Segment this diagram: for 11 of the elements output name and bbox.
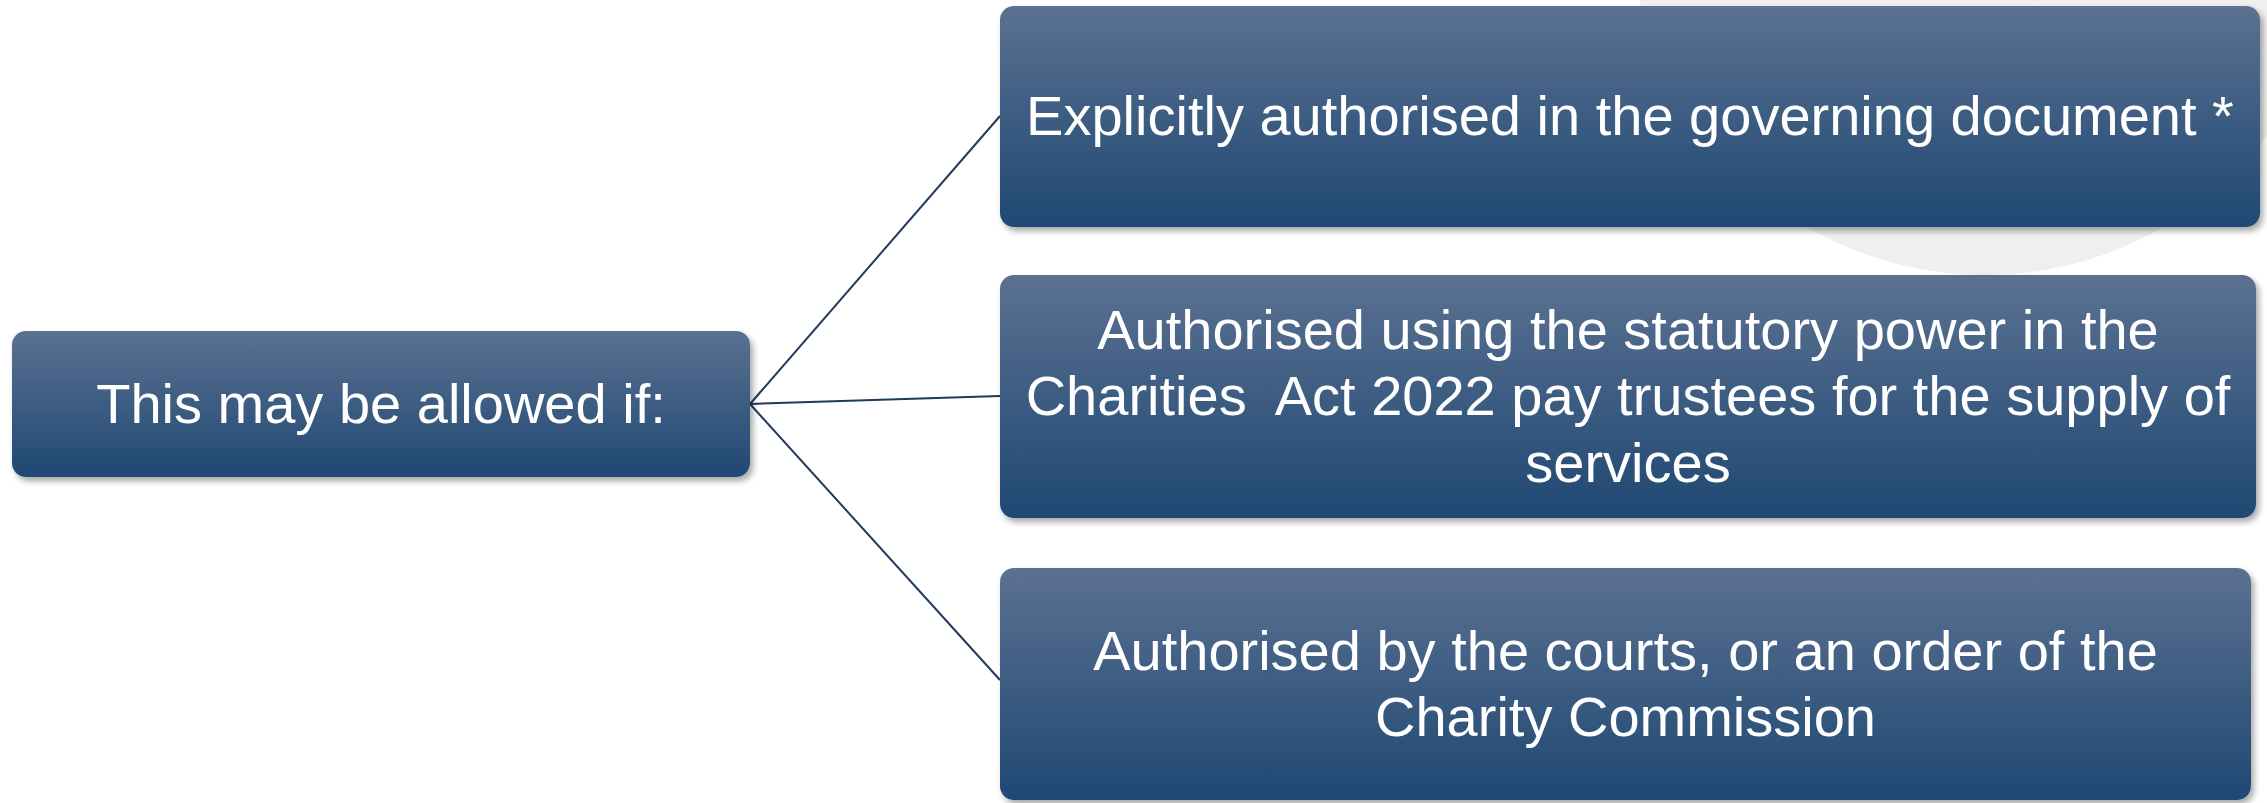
box-text: Explicitly authorised in the governing document * bbox=[1026, 83, 2234, 150]
box-text: This may be allowed if: bbox=[96, 370, 666, 437]
process-box bbox=[1000, 275, 2256, 518]
connector-line bbox=[749, 395, 1001, 405]
process-box bbox=[12, 331, 750, 477]
process-box bbox=[1000, 568, 2251, 800]
connector-line bbox=[749, 115, 1001, 405]
box-text: Authorised by the courts, or an order of the Charity Commission bbox=[1092, 617, 2159, 750]
connector-line bbox=[749, 403, 1001, 681]
box-text: Authorised using the statutory power in the Charities Act 2022 pay trustees for the supply of services bbox=[1024, 297, 2232, 496]
process-box bbox=[1000, 6, 2260, 227]
